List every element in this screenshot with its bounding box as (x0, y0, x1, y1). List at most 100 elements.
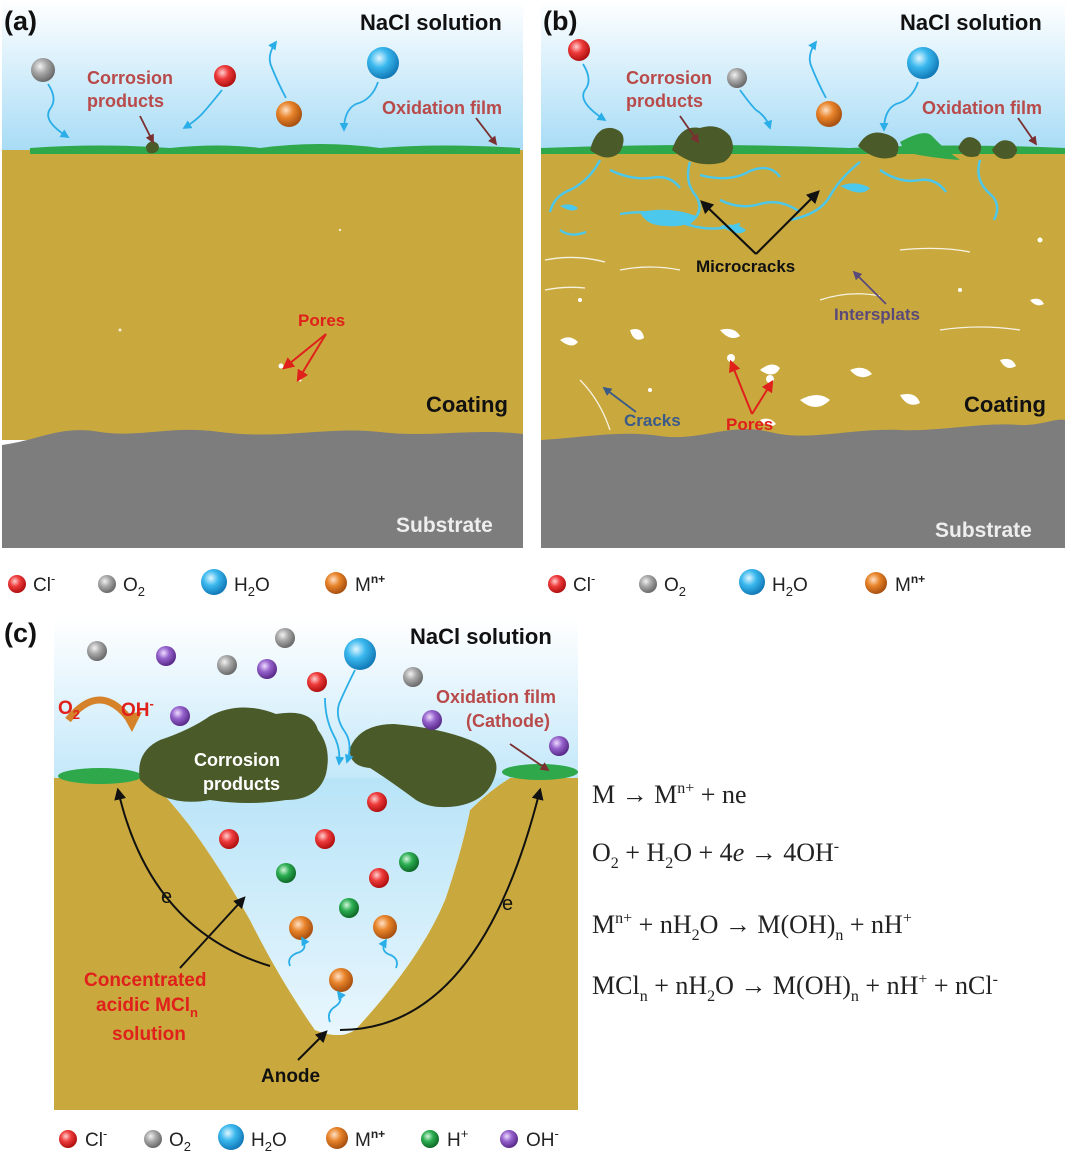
legend-m-text: Mn+ (355, 572, 385, 596)
legend-cl-marker (8, 575, 26, 593)
electron-label-right: e (502, 893, 513, 915)
oxidation-film-label-2: (Cathode) (466, 711, 550, 731)
pore (278, 363, 284, 369)
legend-b: Cl- O2 H2O Mn+ (548, 569, 925, 599)
legend-h2o-marker (201, 569, 227, 595)
legend-o2-text: O2 (169, 1130, 191, 1154)
cl-particle (219, 829, 239, 849)
film-pointer (509, 743, 550, 772)
oxidation-film-label-1: Oxidation film (436, 687, 556, 707)
oxidation-film-left (58, 768, 142, 784)
pores-label: Pores (298, 311, 345, 330)
diffusion-arrow (879, 81, 919, 132)
pit-solution (148, 778, 510, 1035)
corrosion-product (958, 137, 982, 157)
legend-o2-marker (639, 575, 657, 593)
legend-o2-text: O2 (664, 575, 686, 599)
corrosion-product (590, 127, 624, 158)
oxidation-film-bulge (900, 133, 960, 160)
legend-m-marker (325, 572, 347, 594)
oxidation-film-label: Oxidation film (382, 98, 502, 118)
corrosion-pointer (139, 115, 154, 144)
solution-region (2, 0, 523, 150)
legend-cl-text: Cl- (85, 1126, 107, 1151)
diffusion-arrow (339, 81, 379, 132)
o2-oh-arrowhead (122, 712, 142, 732)
electron-flow-left (114, 787, 271, 967)
crack-blob (840, 183, 870, 193)
microcracks-label: Microcracks (696, 257, 795, 276)
corrosion-product-particle (146, 141, 159, 154)
intersplats-label: Intersplats (834, 305, 920, 324)
corrosion-product (672, 126, 733, 165)
pore-cluster (560, 237, 1044, 427)
legend-o2-marker (144, 1130, 162, 1148)
electron-label-left: e (161, 886, 172, 908)
h2o-particle (367, 47, 399, 79)
crack-blob (560, 204, 578, 211)
h2o-particle (907, 47, 939, 79)
legend-cl-text: Cl- (573, 571, 595, 596)
o2-particle (727, 68, 747, 88)
legend-o2-marker (98, 575, 116, 593)
diffusion-arrow (182, 89, 223, 129)
legend-h2o-text: H2O (234, 575, 270, 599)
anode-pointer (297, 1030, 328, 1061)
legend-cl-text: Cl- (33, 571, 55, 596)
legend-m-marker (865, 572, 887, 594)
legend-oh-text: OH- (526, 1126, 559, 1151)
intersplat-lines (544, 247, 1021, 431)
corrosion-label-2: products (87, 91, 164, 111)
corrosion-label-1: Corrosion (626, 68, 712, 88)
concentrated-label-2: acidic MCln (96, 995, 198, 1020)
microcrack-pointer (700, 200, 757, 255)
legend-h2o-marker (739, 569, 765, 595)
anode-label: Anode (261, 1066, 320, 1087)
oh-particle (549, 736, 569, 756)
corrosion-label-1: Corrosion (87, 68, 173, 88)
o2-particle (87, 641, 107, 661)
diffusion-arrow (739, 89, 772, 130)
cl-particle (367, 792, 387, 812)
film-pointer (1017, 117, 1038, 146)
o2-reactant-label: O2 (58, 698, 80, 722)
m-ion-particle (289, 916, 313, 940)
panel-a: (a) NaCl solution Corrosion products Oxi… (2, 0, 523, 548)
electron-flow-right (339, 787, 544, 1031)
diffusion-arrow (268, 40, 287, 99)
pore (338, 228, 342, 232)
microcrack-pointer (755, 190, 820, 255)
legend-m-marker (326, 1127, 348, 1149)
panel-label: (c) (4, 618, 37, 648)
pores-label: Pores (726, 415, 773, 434)
solution-label: NaCl solution (900, 10, 1042, 35)
corrosion-label-1: Corrosion (194, 750, 280, 770)
m-ion-particle (373, 915, 397, 939)
panel-label: (a) (4, 6, 37, 36)
m-ion-particle (816, 101, 842, 127)
legend-h-marker (421, 1130, 439, 1148)
coating-layer (2, 150, 523, 440)
corrosion-label-2: products (626, 91, 703, 111)
corrosion-label-2: products (203, 774, 280, 794)
equation-3: Mn+ + nH2O → M(OH)n + nH+ (592, 910, 912, 944)
cracks-label: Cracks (624, 411, 681, 430)
solution-region (541, 0, 1065, 150)
cl-particle (369, 868, 389, 888)
pore-pointer (751, 379, 774, 415)
substrate-label: Substrate (935, 519, 1032, 542)
legend-m-text: Mn+ (355, 1127, 385, 1151)
reaction-equations: M → Mn+ + ne O2 + H2O + 4e → 4OH- Mn+ + … (592, 780, 998, 1005)
cl-particle (568, 39, 590, 61)
corrosion-pointer (679, 115, 700, 144)
solution-label: NaCl solution (410, 624, 552, 649)
corrosion-product-left (139, 707, 328, 803)
legend-cl-marker (59, 1130, 77, 1148)
corrosion-product-right (349, 724, 497, 808)
diffusion-arrow (336, 669, 356, 764)
equation-2: O2 + H2O + 4e → 4OH- (592, 838, 839, 872)
pore (118, 328, 122, 332)
h-ion-particle (276, 863, 296, 883)
diffusion-arrow (582, 63, 607, 121)
